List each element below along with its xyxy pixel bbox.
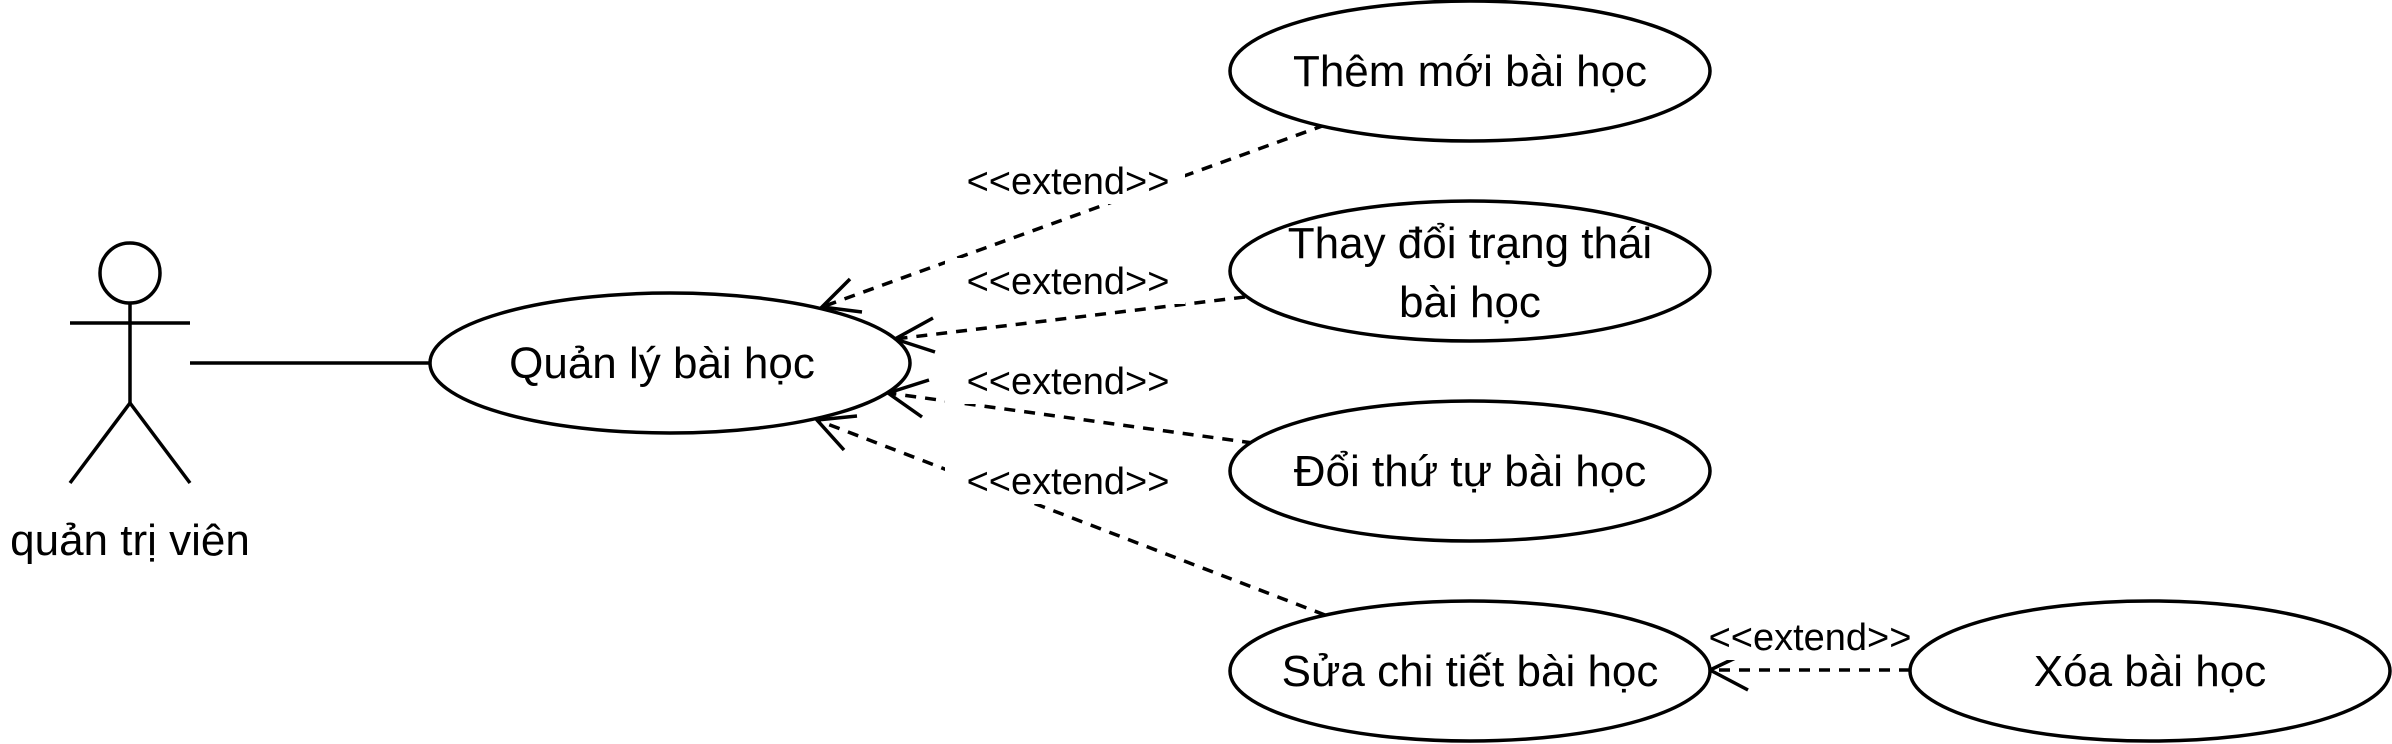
use-case-delete-label: Xóa bài học	[2034, 647, 2266, 696]
actor-right-leg	[128, 401, 192, 485]
use-case-reorder-label: Đổi thứ tự bài học	[1294, 447, 1646, 496]
use-case-delete-ellipse	[1908, 599, 2392, 743]
use-case-reorder-lessons: Đổi thứ tự bài học	[1228, 399, 1712, 543]
use-case-manage-label: Quản lý bài học	[509, 339, 815, 388]
extend-add-label: <<extend>>	[967, 161, 1170, 203]
actor-admin: quản trị viên	[10, 241, 250, 565]
extend-delete: <<extend>>	[1692, 616, 1928, 692]
extend-status: <<extend>>	[890, 258, 1246, 354]
use-case-edit-lesson: Sửa chi tiết bài học	[1228, 599, 1712, 743]
use-case-manage-ellipse	[428, 291, 912, 435]
extend-edit-line	[816, 418, 1326, 617]
use-case-reorder-ellipse	[1228, 399, 1712, 543]
use-case-manage-lessons: Quản lý bài học	[428, 291, 912, 435]
actor-head	[98, 241, 162, 305]
use-case-status-label-line1: Thay đổi trạng thái	[1288, 219, 1652, 268]
extend-status-label: <<extend>>	[967, 261, 1170, 303]
extend-add-arrowhead	[818, 277, 863, 314]
use-case-status-ellipse	[1228, 199, 1712, 343]
use-case-status-label-line2: bài học	[1399, 278, 1541, 327]
use-case-add-ellipse	[1228, 0, 1712, 143]
extend-edit-label: <<extend>>	[967, 461, 1170, 503]
extend-reorder-label: <<extend>>	[967, 361, 1170, 403]
use-case-add-lesson: Thêm mới bài học	[1228, 0, 1712, 143]
use-case-change-status: Thay đổi trạng thái bài học	[1228, 199, 1712, 343]
use-case-edit-label: Sửa chi tiết bài học	[1282, 647, 1659, 696]
extend-edit: <<extend>>	[813, 414, 1326, 617]
extend-reorder: <<extend>>	[884, 358, 1254, 445]
use-case-delete-lesson: Xóa bài học	[1908, 599, 2392, 743]
extend-add: <<extend>>	[818, 123, 1326, 314]
use-case-add-label: Thêm mới bài học	[1293, 47, 1647, 96]
actor-left-leg	[68, 401, 132, 485]
extend-add-line	[821, 123, 1326, 309]
actor-label: quản trị viên	[10, 516, 250, 565]
use-case-edit-ellipse	[1228, 599, 1712, 743]
extend-delete-label: <<extend>>	[1709, 617, 1912, 659]
